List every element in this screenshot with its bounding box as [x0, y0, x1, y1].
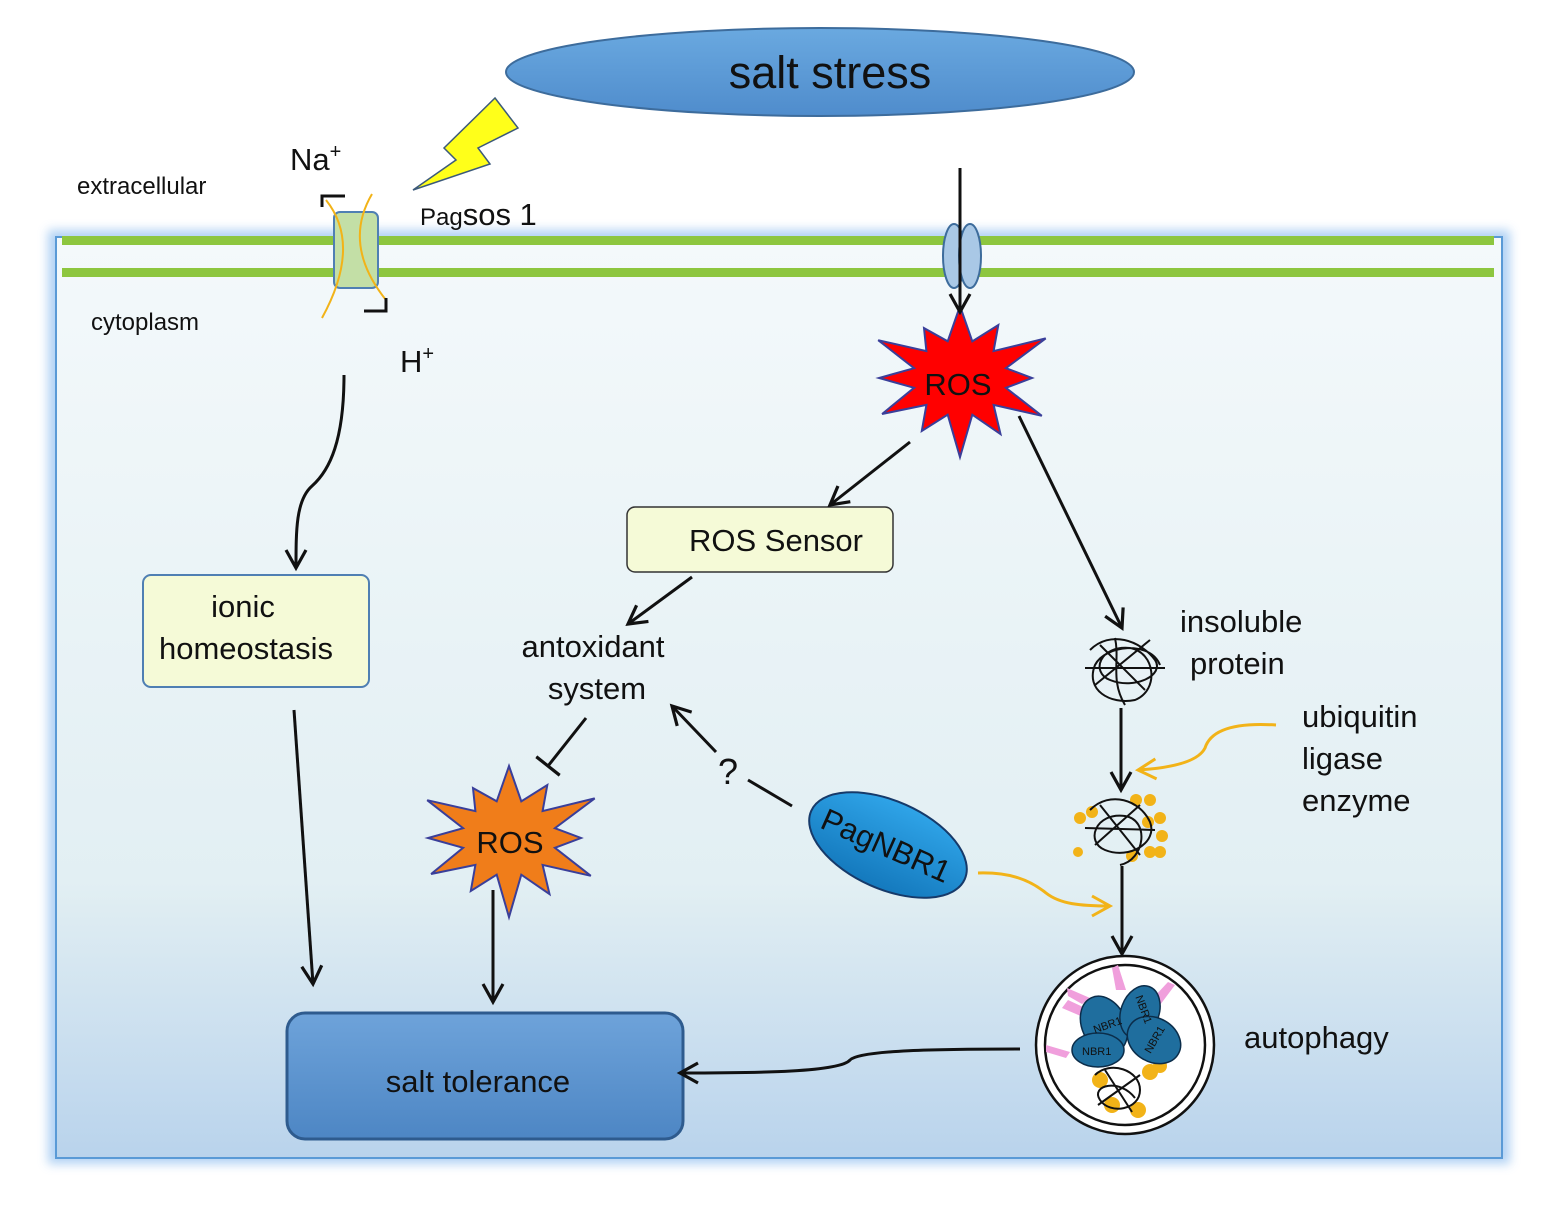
plasma-membrane	[62, 236, 1494, 277]
ros-top-node: ROS	[875, 302, 1047, 461]
ionic-label-line2: homeostasis	[159, 631, 333, 666]
edge-autophagy-to-tolerance	[676, 1047, 1021, 1085]
ros-bottom-label: ROS	[476, 825, 543, 860]
nbr1-mini-label-4: NBR1	[1082, 1046, 1111, 1058]
edge-ros-to-insoluble	[1017, 415, 1125, 631]
extracellular-label: extracellular	[77, 173, 206, 200]
orange-edges	[977, 722, 1277, 918]
ubiquitinated-protein-icon	[1073, 794, 1168, 866]
ros-top-label: ROS	[924, 367, 991, 402]
lightning-bolt-icon	[412, 96, 520, 191]
antioxidant-label-line1: antoxidant	[521, 629, 664, 664]
sodium-ion-label: Na+	[290, 141, 341, 177]
cytoplasm-label: cytoplasm	[91, 309, 199, 336]
antioxidant-label-line2: system	[548, 671, 646, 706]
ionic-homeostasis-node: ionic homeostasis	[142, 574, 370, 688]
edge-sensor-to-antioxidant	[625, 575, 693, 626]
ros-sensor-node: ROS Sensor	[626, 506, 894, 573]
ionic-label-line1: ionic	[211, 589, 275, 624]
insoluble-label-line2: protein	[1190, 646, 1285, 681]
ros-sensor-label: ROS Sensor	[689, 523, 863, 558]
edge-ros-to-sensor	[827, 440, 911, 508]
edge-sos1-to-ionic	[284, 374, 346, 572]
salt-stress-node: salt stress	[505, 27, 1135, 117]
edge-nbr1-to-cargo	[977, 871, 1114, 918]
salt-tolerance-label: salt tolerance	[386, 1064, 570, 1099]
insoluble-label-line1: insoluble	[1180, 604, 1302, 639]
membrane-channel	[942, 223, 982, 289]
sos1-antiporter	[320, 193, 388, 319]
proton-label: H+	[400, 343, 434, 379]
ros-bottom-node: ROS	[424, 762, 596, 921]
ubiquitin-label-line2: ligase	[1302, 741, 1383, 776]
edge-nbr1-to-antioxidant-b	[669, 703, 718, 754]
ubiquitin-label-line1: ubiquitin	[1302, 699, 1417, 734]
unknown-link-label: ?	[718, 751, 738, 792]
edge-antioxidant-inhibits-ros	[535, 717, 588, 777]
salt-stress-label: salt stress	[729, 47, 932, 98]
salt-tolerance-node: salt tolerance	[285, 1011, 685, 1141]
ubiquitin-label-line3: enzyme	[1302, 783, 1411, 818]
cell-body	[48, 230, 1510, 1164]
autophagosome-icon: NBR1 NBR1 NBR1 NBR1	[1034, 954, 1216, 1136]
edge-ligase-to-ubiquitination	[1134, 722, 1277, 781]
insoluble-protein-icon	[1085, 637, 1165, 706]
autophagy-label: autophagy	[1244, 1020, 1389, 1055]
edge-ionic-to-tolerance	[292, 709, 324, 988]
edges	[284, 168, 1134, 1085]
edge-nbr1-to-antioxidant-a	[747, 778, 793, 808]
pagsos1-label: Pagsos 1	[420, 197, 537, 232]
